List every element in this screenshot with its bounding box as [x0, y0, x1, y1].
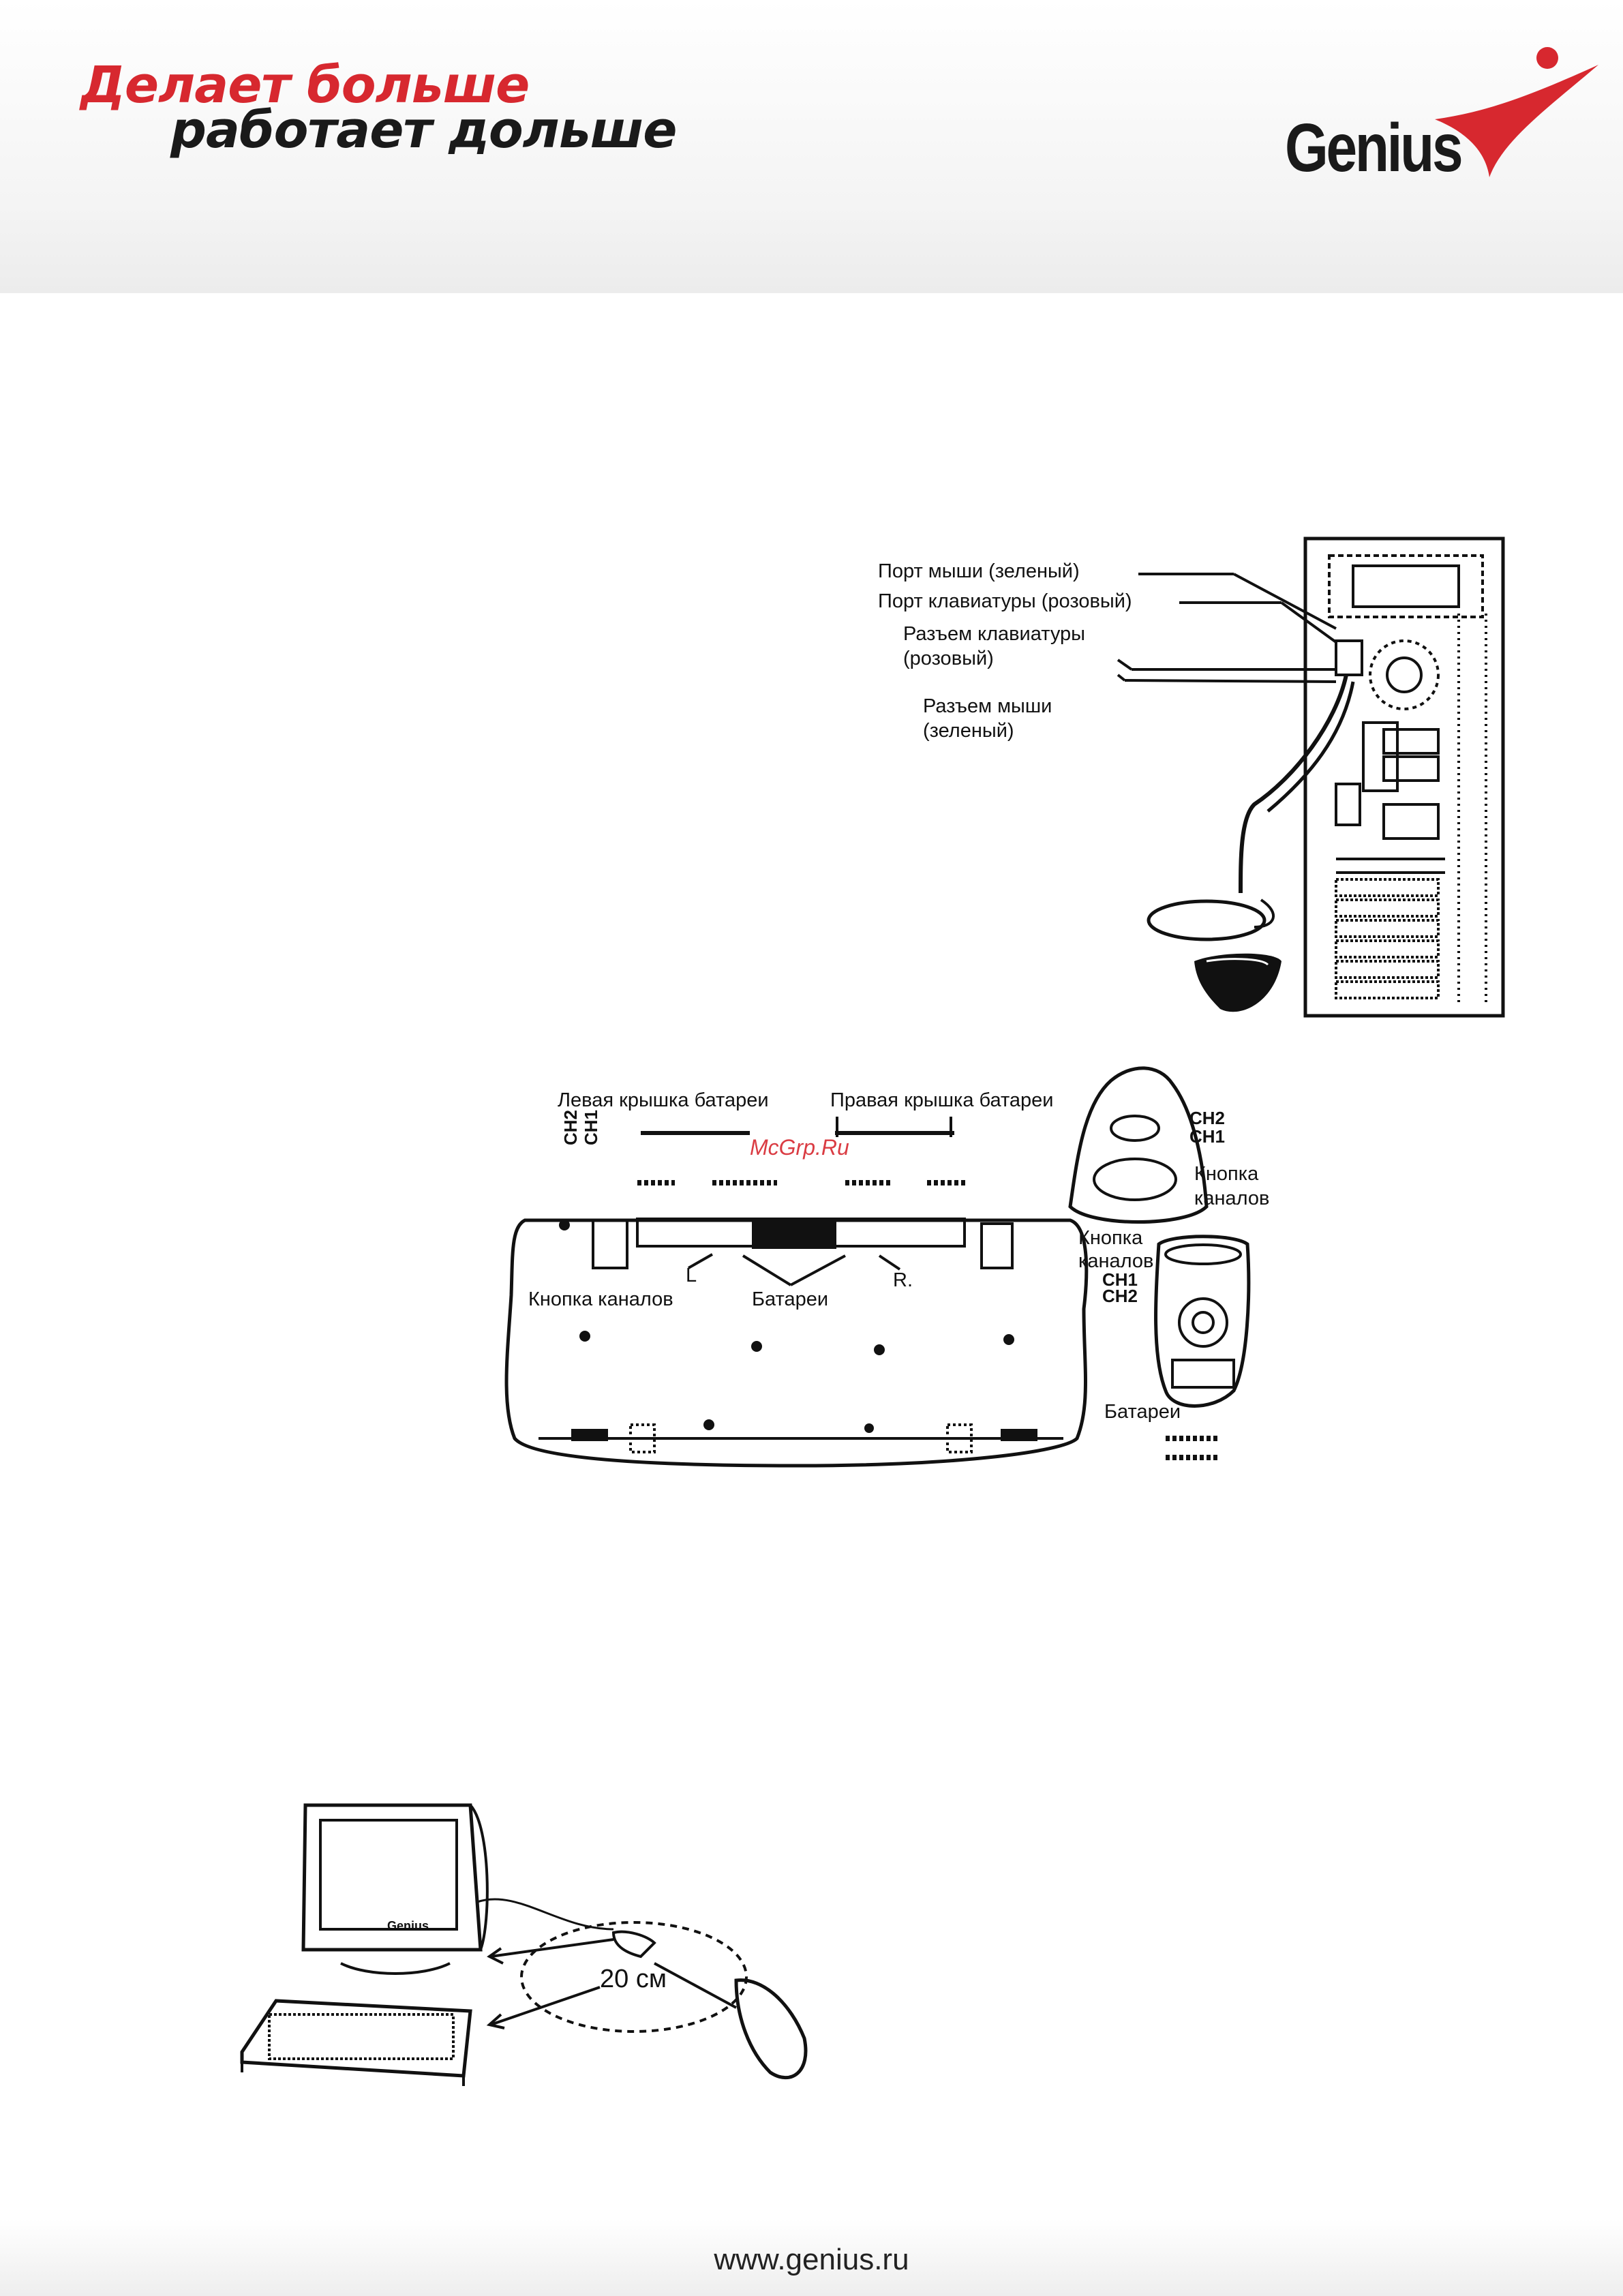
- label-mouse-plug-color: (зеленый): [923, 720, 1014, 742]
- label-right-slot: R.: [893, 1269, 913, 1291]
- label-mouse-batteries: Батареи: [1104, 1401, 1181, 1423]
- label-distance: 20 см: [600, 1965, 667, 1993]
- genius-logo: Genius: [1278, 37, 1598, 187]
- genius-swoosh-icon: [1435, 47, 1598, 177]
- monitor-brand-label: Genius: [387, 1919, 429, 1933]
- slogan-line-2: работает дольше: [170, 101, 677, 160]
- label-mouse-ch1: CH1: [1102, 1269, 1138, 1290]
- label-mouse-ch2: CH2: [1102, 1286, 1138, 1306]
- slogan-line-1: Делает больше: [80, 56, 530, 115]
- label-receiver-ch2: CH2: [1189, 1108, 1226, 1128]
- label-keyboard-port: Порт клавиатуры (розовый): [878, 590, 1132, 612]
- label-right-battery-cover: Правая крышка батареи: [830, 1089, 1054, 1111]
- label-mouse-port: Порт мыши (зеленый): [878, 560, 1080, 582]
- footer-url: www.genius.ru: [714, 2243, 909, 2276]
- page-header: Делает больше работает дольше Genius: [0, 0, 1623, 293]
- label-left-battery-cover: Левая крышка батареи: [558, 1089, 769, 1111]
- label-keyboard-plug: Разъем клавиатуры: [903, 623, 1086, 645]
- label-mouse-channel-button: Кнопка: [1078, 1227, 1143, 1249]
- label-kb-channel-button: Кнопка каналов: [528, 1288, 673, 1310]
- logo-text: Genius: [1285, 110, 1463, 186]
- watermark: McGrp.Ru: [750, 1135, 849, 1160]
- label-keyboard-plug-color: (розовый): [903, 648, 994, 669]
- page-footer: [0, 2219, 1623, 2296]
- label-mouse-channel-button-2: каналов: [1078, 1250, 1154, 1272]
- label-mouse-plug: Разъем мыши: [923, 695, 1052, 717]
- label-kb-batteries: Батареи: [752, 1288, 829, 1310]
- label-left-slot: L: [686, 1265, 697, 1286]
